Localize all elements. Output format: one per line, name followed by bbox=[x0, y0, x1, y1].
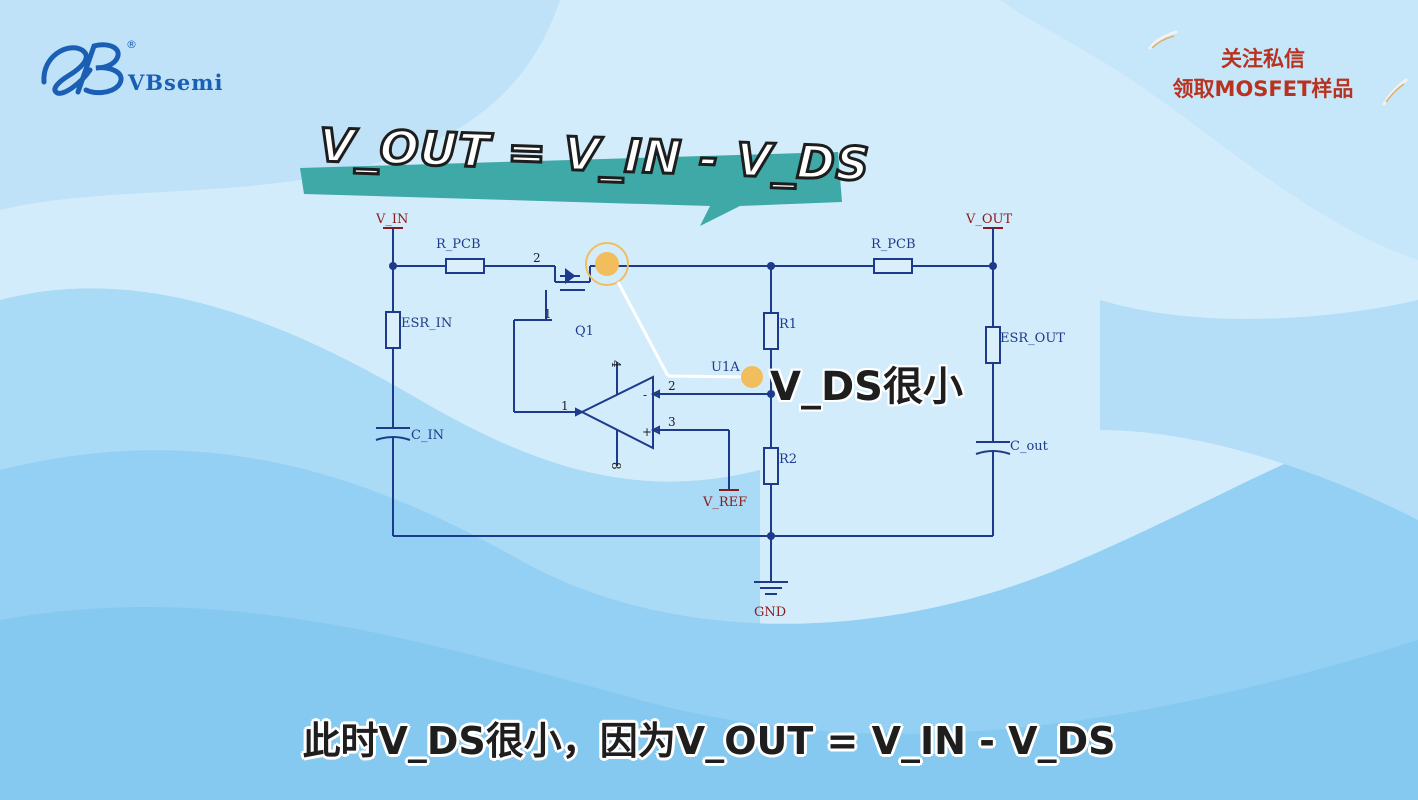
label-r2: R2 bbox=[779, 452, 797, 467]
subtitle-caption: 此时V_DS很小，因为V_OUT = V_IN - V_DS bbox=[302, 719, 1116, 763]
registered-mark: ® bbox=[126, 38, 137, 51]
pin-q1-drain: 2 bbox=[533, 251, 541, 265]
promo-line-1: 关注私信 bbox=[1221, 47, 1305, 71]
label-rpcb-in: R_PCB bbox=[436, 237, 481, 252]
promo-text: 关注私信 领取MOSFET样品 bbox=[1138, 44, 1388, 104]
promo-line-2: 领取MOSFET样品 bbox=[1172, 77, 1354, 101]
svg-text:+: + bbox=[642, 425, 652, 439]
net-label-vin: V_IN bbox=[375, 212, 408, 227]
label-cout: C_out bbox=[1010, 439, 1049, 454]
net-label-vout: V_OUT bbox=[965, 212, 1013, 227]
net-label-vref: V_REF bbox=[702, 495, 747, 510]
label-q1: Q1 bbox=[575, 324, 594, 339]
label-r1: R1 bbox=[779, 317, 797, 332]
pin-q1-gate: 1 bbox=[544, 307, 552, 321]
vbsemi-logo-icon bbox=[41, 42, 124, 96]
pin-opamp-out: 1 bbox=[561, 399, 569, 413]
label-rpcb-out: R_PCB bbox=[871, 237, 916, 252]
banner-ribbon bbox=[300, 152, 842, 226]
brand-name: VBsemi bbox=[128, 70, 224, 95]
pin-opamp-vplus: 4 bbox=[609, 360, 623, 368]
pin-opamp-inv: 2 bbox=[668, 379, 676, 393]
pin-opamp-vminus: 8 bbox=[609, 462, 623, 470]
label-u1a: U1A bbox=[711, 360, 740, 375]
label-cin: C_IN bbox=[411, 428, 444, 443]
svg-text:-: - bbox=[643, 388, 647, 402]
label-esr-out: ESR_OUT bbox=[1000, 331, 1065, 346]
confetti-icon bbox=[1148, 30, 1178, 50]
net-label-gnd: GND bbox=[754, 605, 786, 620]
vds-callout: V_DS很小 bbox=[770, 364, 963, 410]
pin-opamp-noninv: 3 bbox=[668, 415, 676, 429]
label-esr-in: ESR_IN bbox=[401, 316, 452, 331]
confetti-icon bbox=[1382, 78, 1408, 106]
